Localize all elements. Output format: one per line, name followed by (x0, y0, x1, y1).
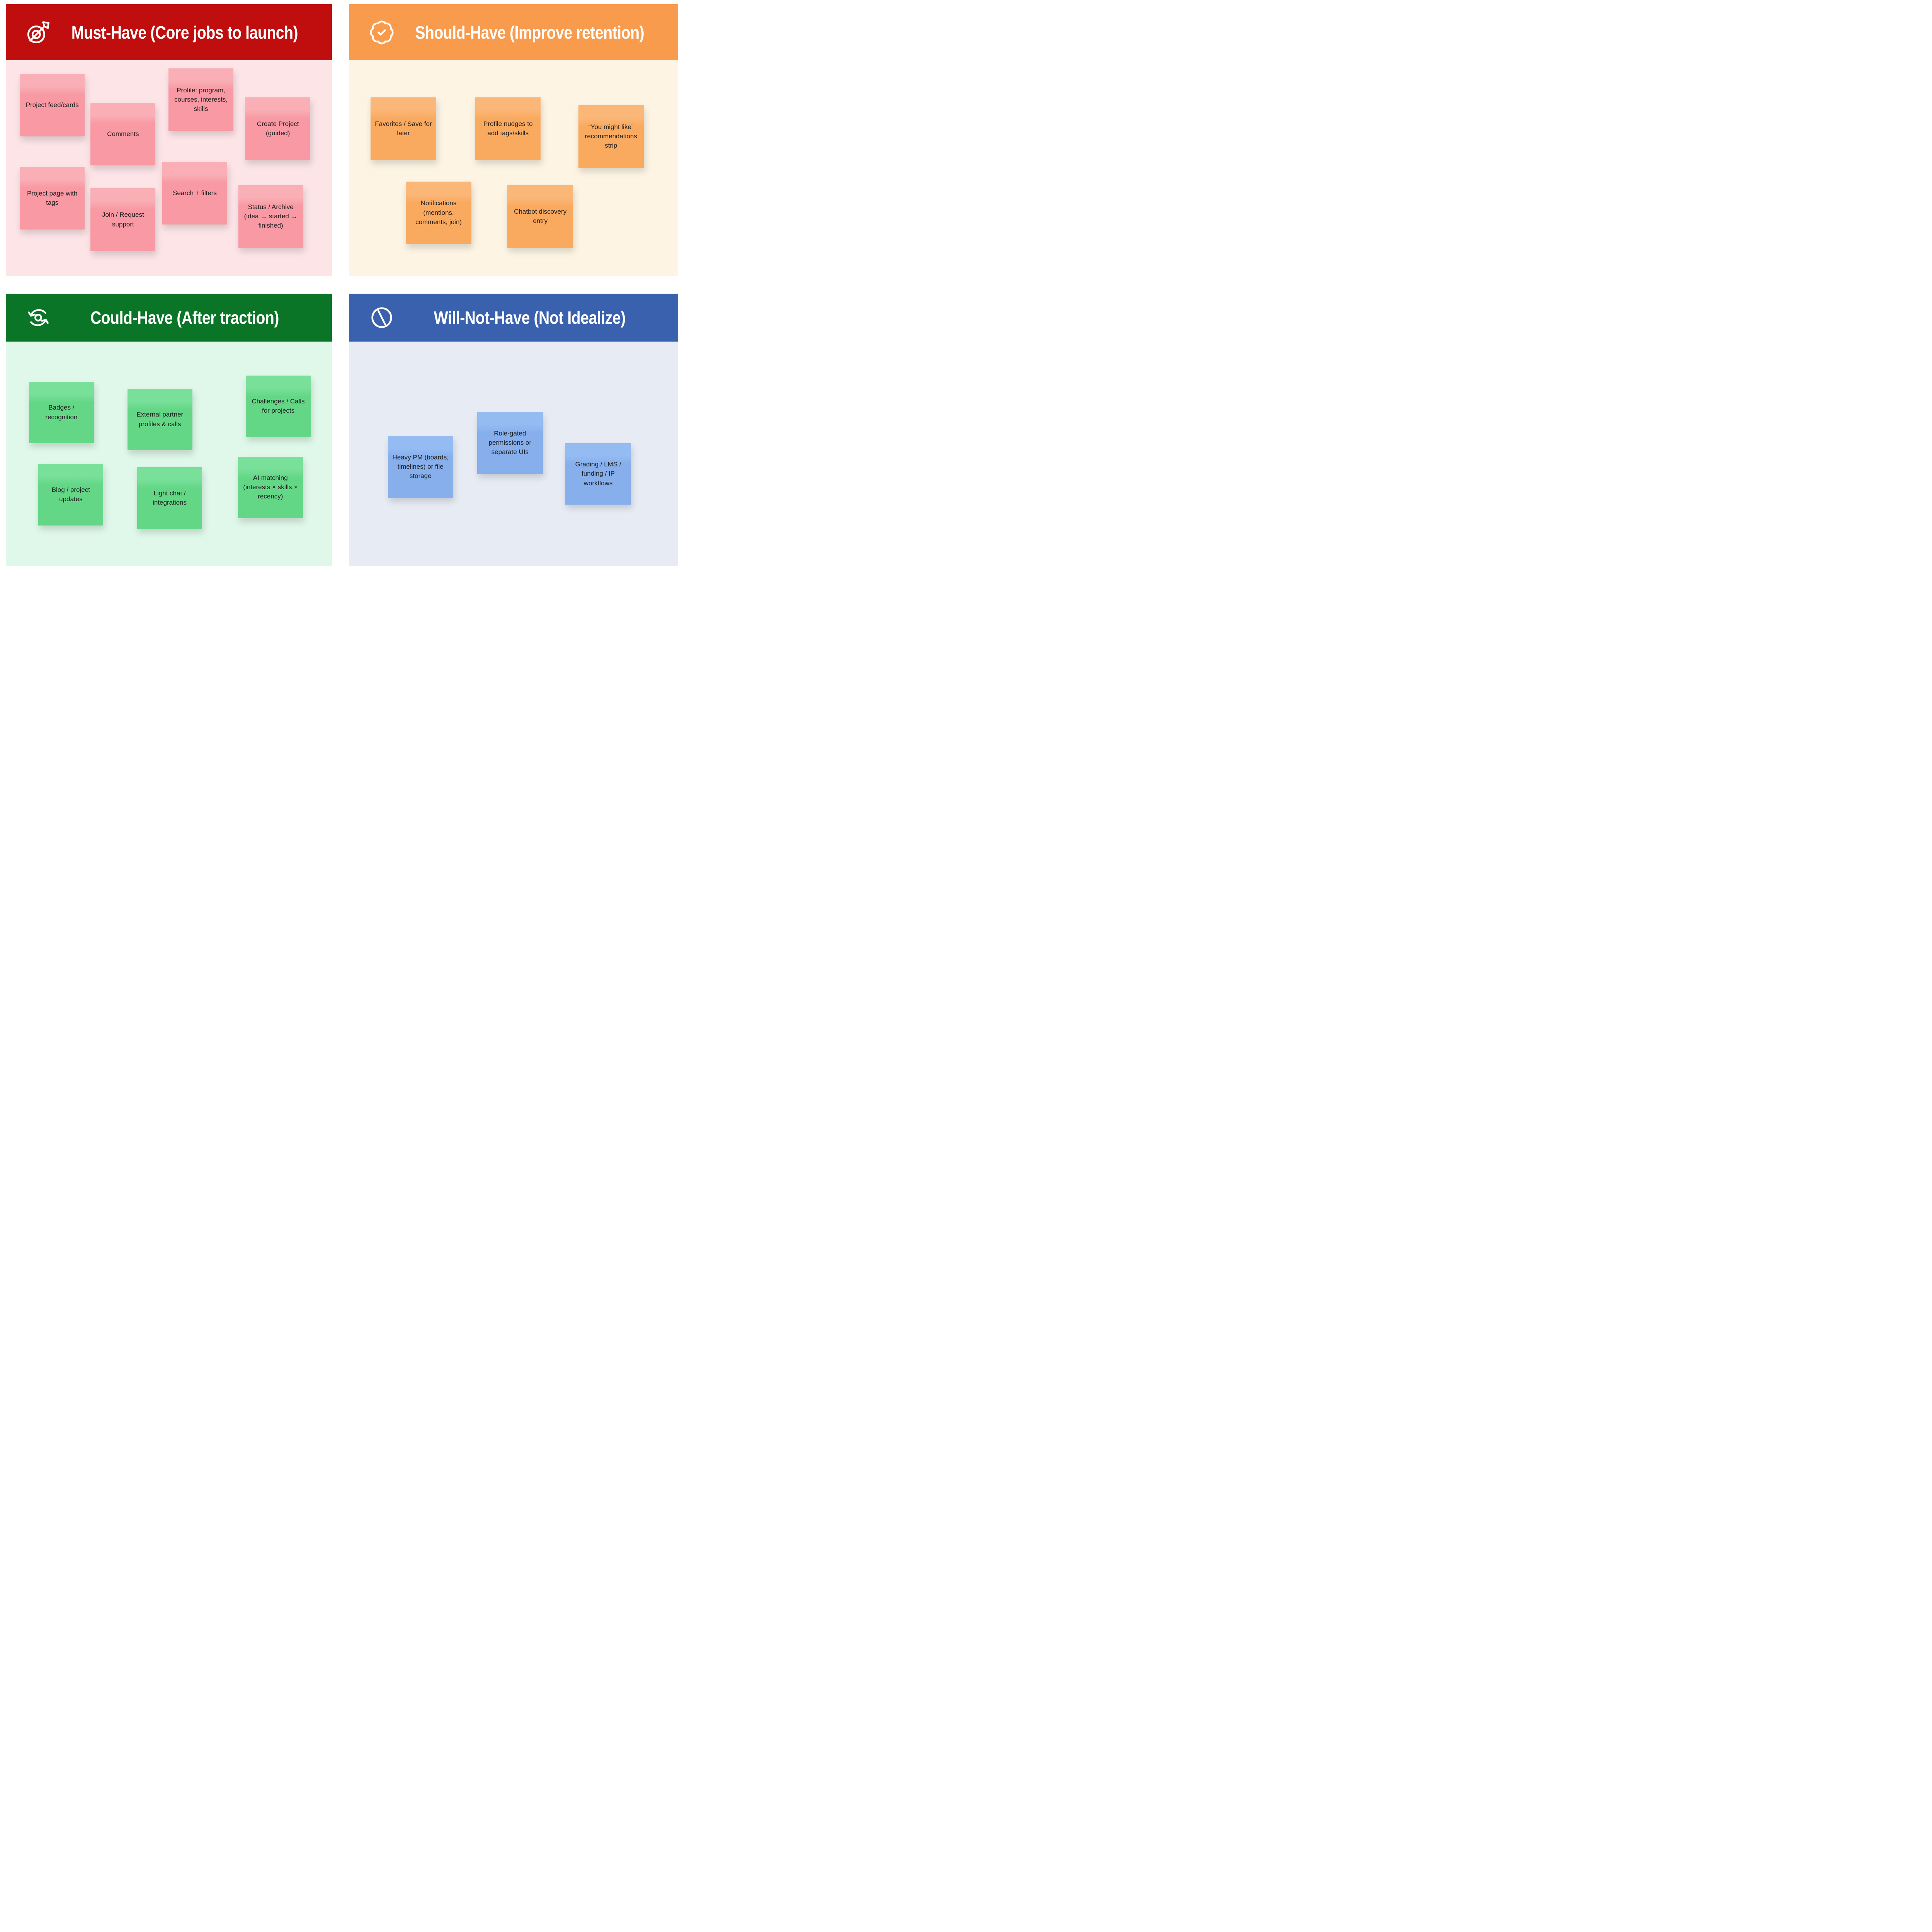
quadrant-title: Could-Have (After traction) (90, 308, 279, 328)
sticky-note[interactable]: Comments (90, 103, 156, 166)
moscow-board: Must-Have (Core jobs to launch) Project … (0, 0, 679, 571)
should-have-header: Should-Have (Improve retention) (349, 4, 679, 60)
sticky-note[interactable]: Status / Archive (idea → started → finis… (238, 185, 303, 248)
badge-check-icon (369, 19, 395, 46)
sticky-note[interactable]: Chatbot discovery entry (507, 185, 573, 248)
sync-cycle-icon (25, 304, 51, 331)
target-arrow-icon (25, 19, 51, 46)
sticky-note-text: Profile: program, courses, interests, sk… (174, 86, 228, 112)
sticky-note-text: Comments (107, 130, 139, 138)
sticky-note-text: Role-gated permissions or separate UIs (488, 429, 532, 456)
sticky-note[interactable]: Search + filters (162, 162, 227, 224)
must-have-header: Must-Have (Core jobs to launch) (6, 4, 332, 60)
sticky-note-text: Notifications (mentions, comments, join) (415, 199, 462, 226)
sticky-note[interactable]: External partner profiles & calls (127, 388, 192, 451)
sticky-note[interactable]: Create Project (guided) (245, 97, 311, 160)
sticky-note[interactable]: Heavy PM (boards, timelines) or file sto… (388, 436, 453, 498)
sticky-note[interactable]: Badges / recognition (29, 381, 94, 444)
will-not-have-header: Will-Not-Have (Not Idealize) (349, 294, 679, 342)
sticky-note-text: Create Project (guided) (257, 120, 299, 137)
quadrant-should-have: Should-Have (Improve retention) Favorite… (349, 4, 679, 276)
prohibition-icon (369, 304, 395, 331)
should-have-notes-area: Favorites / Save for later Profile nudges… (349, 60, 679, 276)
sticky-note-text: Favorites / Save for later (375, 120, 432, 137)
quadrant-could-have: Could-Have (After traction) Badges / rec… (6, 294, 332, 566)
sticky-note[interactable]: Favorites / Save for later (371, 97, 436, 160)
could-have-header: Could-Have (After traction) (6, 294, 332, 342)
sticky-note[interactable]: Challenges / Calls for projects (246, 375, 311, 437)
sticky-note-text: Badges / recognition (45, 404, 78, 421)
sticky-note-text: Project feed/cards (26, 101, 79, 109)
sticky-note[interactable]: Light chat / integrations (137, 467, 202, 529)
sticky-note-text: Blog / project updates (51, 486, 90, 503)
quadrant-title: Should-Have (Improve retention) (415, 22, 645, 43)
could-have-notes-area: Badges / recognition External partner pro… (6, 342, 332, 566)
sticky-note-text: Challenges / Calls for projects (252, 398, 305, 415)
quadrant-will-not-have: Will-Not-Have (Not Idealize) Heavy PM (b… (349, 294, 679, 566)
sticky-note-text: “You might like” recommendations strip (585, 123, 637, 150)
sticky-note-text: External partner profiles & calls (136, 411, 184, 428)
sticky-note[interactable]: AI matching (interests × skills × recenc… (238, 456, 303, 519)
sticky-note-text: Status / Archive (idea → started → finis… (244, 203, 298, 230)
sticky-note[interactable]: Grading / LMS / funding / IP workflows (565, 443, 631, 505)
sticky-note[interactable]: Notifications (mentions, comments, join) (406, 181, 471, 244)
sticky-note[interactable]: Profile: program, courses, interests, sk… (168, 68, 234, 131)
sticky-note-text: AI matching (interests × skills × recenc… (243, 474, 298, 500)
sticky-note[interactable]: Join / Request support (90, 188, 156, 251)
sticky-note[interactable]: Role-gated permissions or separate UIs (477, 412, 543, 474)
sticky-note[interactable]: Profile nudges to add tags/skills (475, 97, 541, 160)
sticky-note-text: Profile nudges to add tags/skills (483, 120, 533, 137)
sticky-note-text: Heavy PM (boards, timelines) or file sto… (392, 453, 449, 480)
quadrant-must-have: Must-Have (Core jobs to launch) Project … (6, 4, 332, 276)
sticky-note[interactable]: Project page with tags (20, 167, 85, 230)
sticky-note-text: Light chat / integrations (153, 490, 187, 507)
sticky-note[interactable]: “You might like” recommendations strip (578, 105, 644, 168)
quadrant-title: Must-Have (Core jobs to launch) (71, 22, 298, 43)
sticky-note[interactable]: Blog / project updates (38, 464, 104, 526)
will-not-have-notes-area: Heavy PM (boards, timelines) or file sto… (349, 342, 679, 566)
quadrant-title: Will-Not-Have (Not Idealize) (434, 308, 626, 328)
sticky-note-text: Join / Request support (102, 211, 144, 228)
sticky-note-text: Project page with tags (27, 189, 78, 206)
sticky-note[interactable]: Project feed/cards (20, 73, 85, 136)
sticky-note-text: Grading / LMS / funding / IP workflows (575, 461, 621, 487)
sticky-note-text: Chatbot discovery entry (514, 208, 567, 225)
sticky-note-text: Search + filters (173, 189, 217, 197)
